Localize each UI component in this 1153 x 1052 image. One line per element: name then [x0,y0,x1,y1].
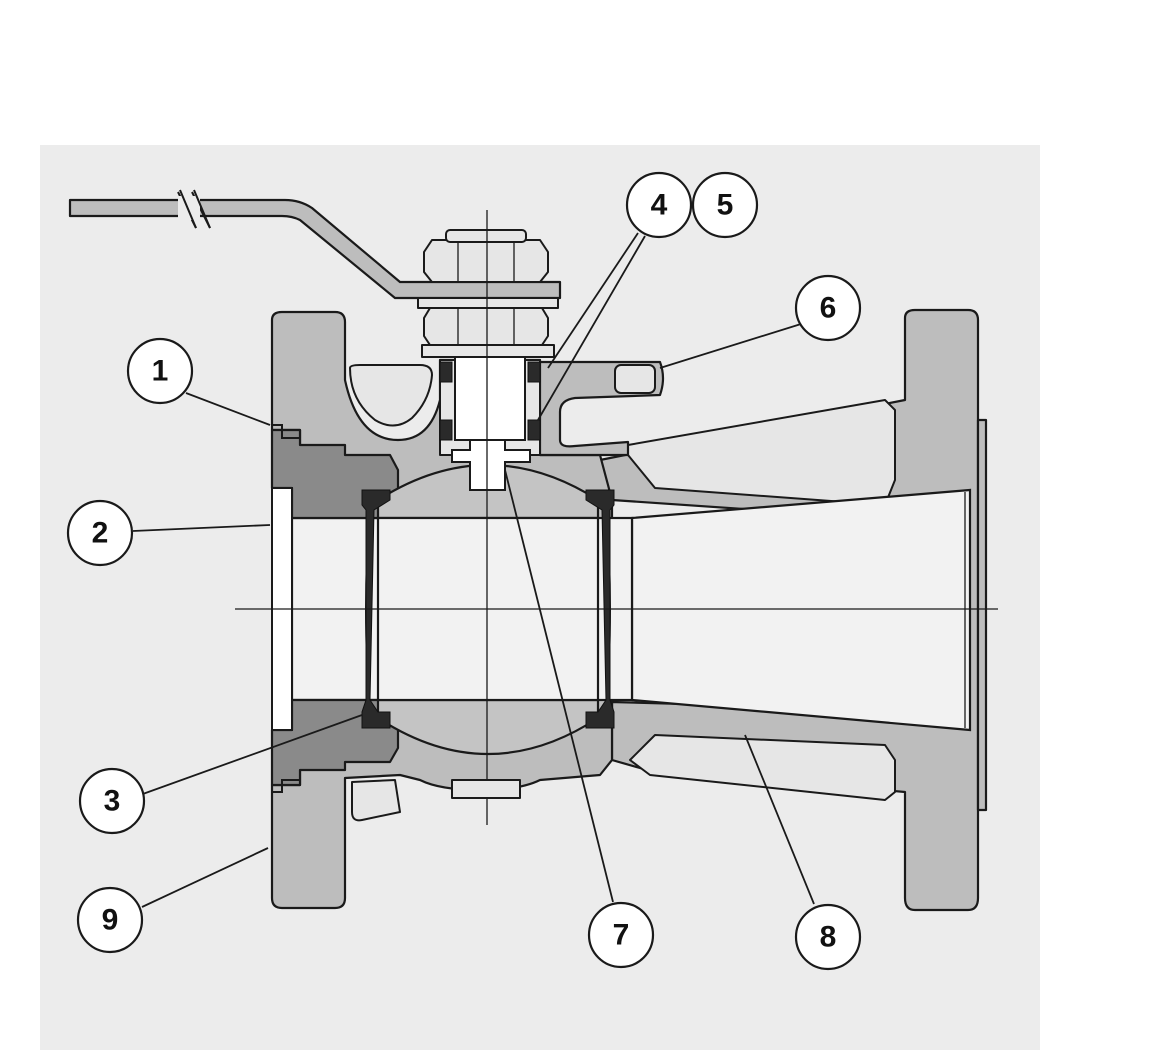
leader-lines [132,232,815,908]
callout-3-label: 3 [104,785,121,818]
callout-8-label: 8 [820,921,837,954]
callout-1-label: 1 [152,355,169,388]
callout-6-label: 6 [820,292,837,325]
callout-9: 9 [76,886,144,954]
callout-9-label: 9 [102,904,119,937]
stem-assembly [439,344,541,491]
callout-3: 3 [78,767,146,835]
callout-7: 7 [587,901,655,969]
bottom-boss [451,779,521,799]
seat-rings [361,489,615,729]
callout-1: 1 [126,337,194,405]
callout-2: 2 [66,499,134,567]
callout-2-label: 2 [92,517,109,550]
callout-5-label: 5 [717,189,734,222]
valve-ball [365,463,611,756]
center-lines [235,210,998,825]
callout-6: 6 [794,274,862,342]
handle-and-nuts [68,189,562,358]
callout-8: 8 [794,903,862,971]
callout-4-label: 4 [651,189,668,222]
callout-5: 5 [691,171,759,239]
callout-7-label: 7 [613,919,630,952]
valve-body-right [598,308,988,912]
callout-4: 4 [625,171,693,239]
